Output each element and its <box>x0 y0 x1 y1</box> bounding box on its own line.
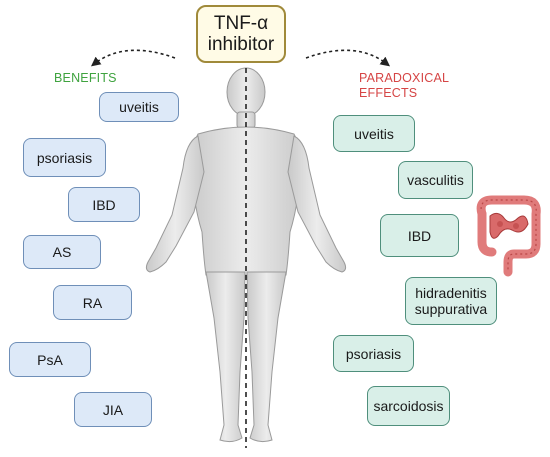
benefit-item-ra: RA <box>53 285 132 320</box>
paradoxical-effects-label: PARADOXICAL EFFECTS <box>359 71 449 101</box>
title-line-2: inhibitor <box>207 34 275 55</box>
paradox-item-text: IBD <box>407 227 432 244</box>
benefit-item-ibd: IBD <box>68 187 140 222</box>
paradox-item-text: uveitis <box>354 125 394 142</box>
paradox-item-text: hidradenitis <box>415 285 487 301</box>
paradox-item-vasculitis: vasculitis <box>398 161 473 199</box>
benefit-item-psoriasis: psoriasis <box>23 138 106 177</box>
paradox-item-hidradenitis: hidradenitis suppurativa <box>405 277 497 325</box>
paradox-item-text-line-2: suppurativa <box>414 301 488 317</box>
paradox-item-text: psoriasis <box>345 345 402 362</box>
human-body-icon <box>145 67 347 443</box>
benefit-item-as: AS <box>23 235 101 269</box>
benefit-item-uveitis: uveitis <box>99 92 179 122</box>
paradox-item-sarcoidosis: sarcoidosis <box>367 386 450 426</box>
paradox-item-ibd: IBD <box>380 214 459 257</box>
benefit-item-jia: JIA <box>74 392 152 427</box>
benefits-label: BENEFITS <box>54 71 117 85</box>
paradox-item-uveitis: uveitis <box>333 115 415 152</box>
paradox-item-text: sarcoidosis <box>373 398 444 414</box>
title-line-1: TNF-α <box>213 13 269 34</box>
title-box: TNF-α inhibitor <box>196 5 286 63</box>
paradoxical-label-line-2: EFFECTS <box>359 86 418 100</box>
dashed-arrow-icon <box>90 49 176 67</box>
benefit-item-psa: PsA <box>9 342 91 377</box>
dashed-arrow-icon <box>305 49 391 67</box>
intestine-icon <box>476 195 541 277</box>
paradoxical-label-line-1: PARADOXICAL <box>359 71 450 85</box>
paradox-item-psoriasis: psoriasis <box>333 335 414 372</box>
paradox-item-text: vasculitis <box>407 172 464 188</box>
